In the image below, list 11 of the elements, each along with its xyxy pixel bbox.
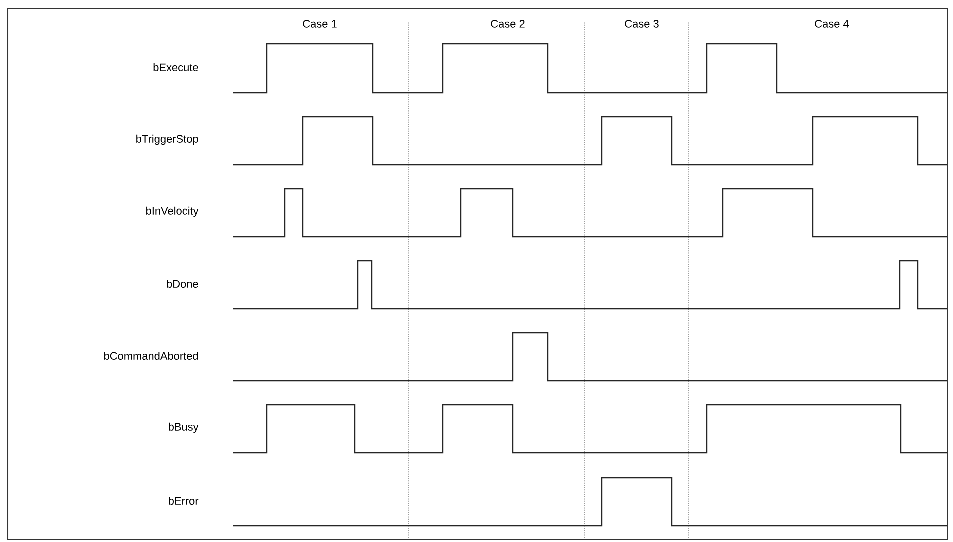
case-label: Case 2 (491, 20, 525, 28)
signal-label: bInVelocity (146, 206, 199, 218)
signal-label: bExecute (154, 63, 198, 72)
case-label: Case 1 (303, 20, 337, 28)
case-label: Case 3 (625, 20, 659, 28)
signal-label: bError (169, 496, 199, 506)
signal-label: bTriggerStop (136, 134, 198, 146)
signal-label: bDone (167, 280, 198, 288)
case-label: Case 4 (815, 20, 850, 28)
signal-label: bBusy (169, 422, 199, 434)
signal-label: bCommandAborted (104, 352, 198, 360)
